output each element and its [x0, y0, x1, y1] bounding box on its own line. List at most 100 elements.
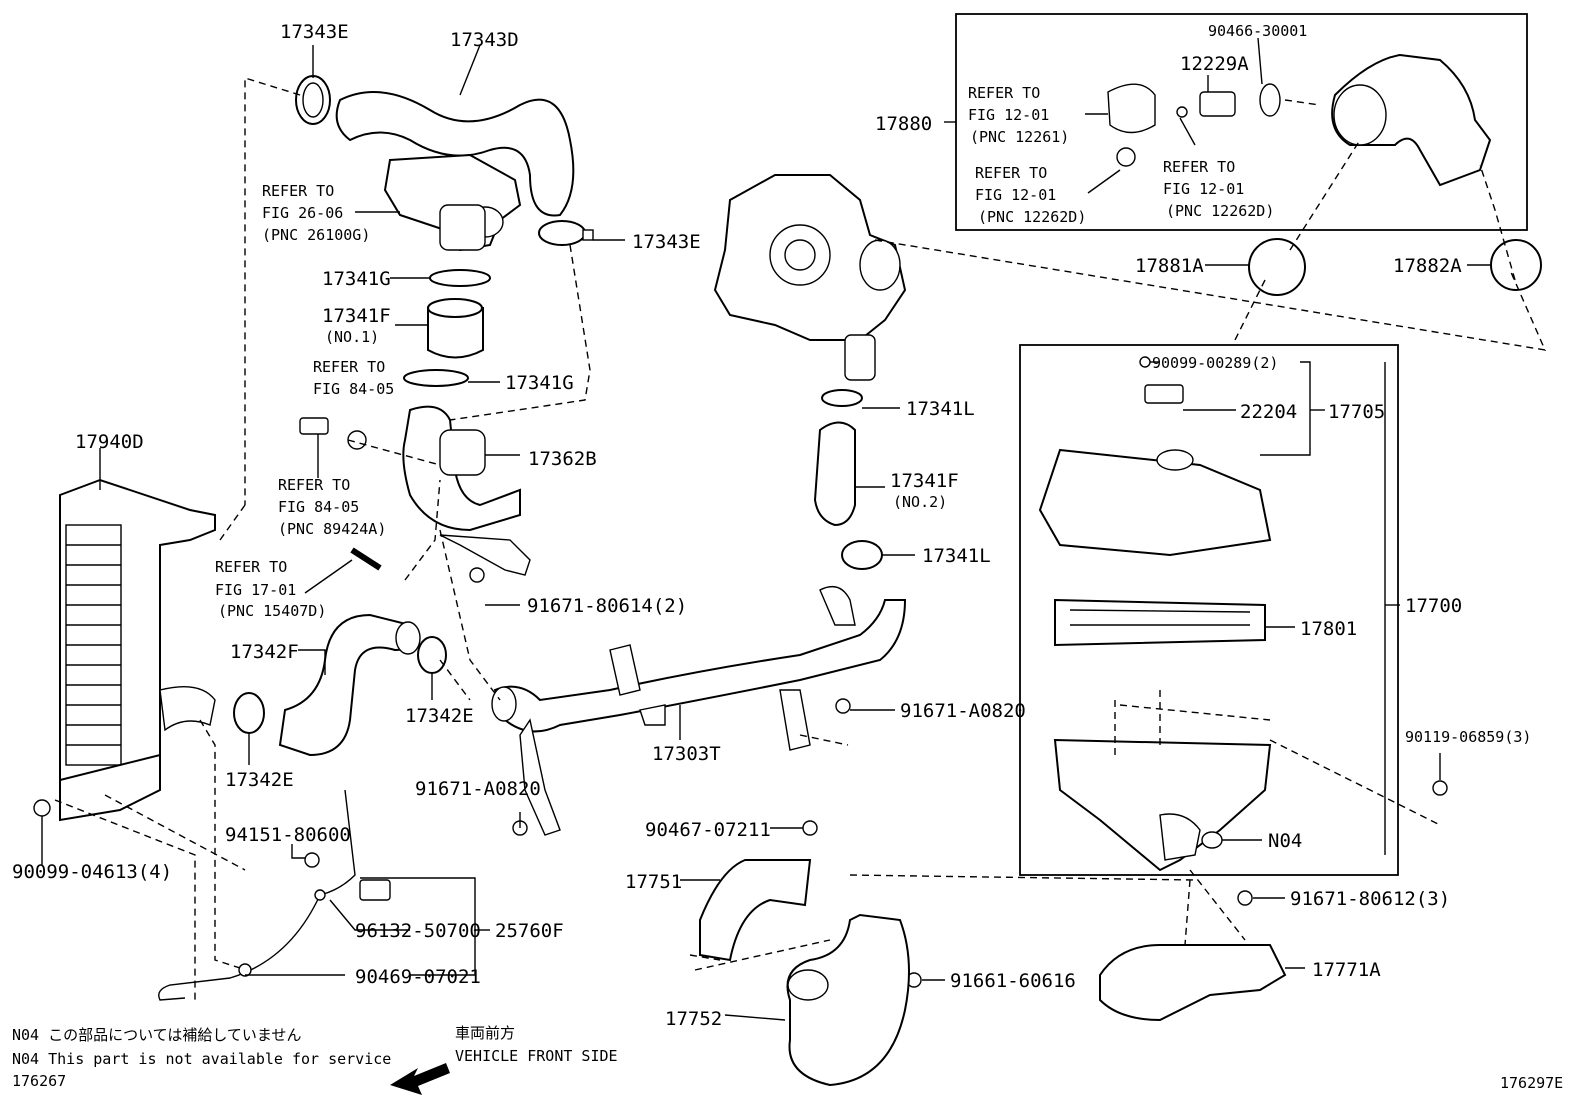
clamp-90466-30001: [1259, 83, 1281, 117]
sensor: [299, 417, 329, 435]
label-17705: 17705: [1328, 401, 1385, 423]
refer-5-line3: (PNC 12261): [970, 128, 1069, 146]
clamp-17342e-bottom: [233, 692, 265, 734]
intercooler-17940d: [59, 478, 216, 822]
note-id: 176267: [12, 1072, 66, 1090]
refer-1-line3: (PNC 26100G): [262, 226, 370, 244]
hose-25760f: [158, 789, 356, 1001]
front-jp: 車両前方: [455, 1024, 515, 1042]
refer-4-line2: FIG 17-01: [215, 581, 296, 599]
label-17303t: 17303T: [652, 743, 721, 765]
refer-3-line2: FIG 84-05: [278, 498, 359, 516]
hose-17343d: [335, 91, 575, 217]
clamp-17341l-bottom: [841, 540, 883, 570]
refer-6-line3: (PNC 12262D): [978, 208, 1086, 226]
refer-2-line2: FIG 84-05: [313, 380, 394, 398]
label-91661-60616: 91661-60616: [950, 970, 1076, 992]
small-hose: [350, 547, 382, 571]
breather-fitting: [1107, 83, 1156, 134]
label-17341f-no1-sub: (NO.1): [325, 328, 379, 346]
label-17341l-top: 17341L: [906, 398, 975, 420]
filter-17801: [1054, 598, 1266, 647]
label-17751: 17751: [625, 871, 682, 893]
label-17700: 17700: [1405, 595, 1462, 617]
label-17362b: 17362B: [528, 448, 597, 470]
cap-17705: [1038, 448, 1272, 557]
label-17771a: 17771A: [1312, 959, 1381, 981]
grommet-n04: [1201, 831, 1223, 849]
label-17343e-top: 17343E: [280, 21, 349, 43]
label-12229a: 12229A: [1180, 53, 1249, 75]
bolt-90099-04613: [33, 799, 51, 817]
label-22204: 22204: [1240, 401, 1297, 423]
refer-7-line2: FIG 12-01: [1163, 180, 1244, 198]
duct-17752: [786, 913, 910, 1087]
label-91671-a0820-left: 91671-A0820: [415, 778, 541, 800]
clamp-17341l-top: [821, 389, 863, 407]
clamp-17881a: [1248, 238, 1306, 296]
front-arrow-icon: [390, 1063, 450, 1095]
label-17341f-no2: 17341F: [890, 470, 959, 492]
refer-4-line1: REFER TO: [215, 558, 287, 576]
refer-2-line1: REFER TO: [313, 358, 385, 376]
label-90099-04613: 90099-04613(4): [12, 861, 172, 883]
label-17341f-no1: 17341F: [322, 305, 391, 327]
label-90469-07021: 90469-07021: [355, 966, 481, 988]
refer-3-line3: (PNC 89424A): [278, 520, 386, 538]
refer-4-line3: (PNC 15407D): [218, 602, 326, 620]
label-17752: 17752: [665, 1008, 722, 1030]
label-n04: N04: [1268, 830, 1302, 852]
clamp-17343e-mid: [538, 220, 586, 246]
label-17342e-right: 17342E: [405, 705, 474, 727]
label-90119-06859: 90119-06859(3): [1405, 728, 1531, 746]
note-jp: N04 この部品については補給していません: [12, 1026, 301, 1044]
label-90467-07211: 90467-07211: [645, 819, 771, 841]
refer-7-line3: (PNC 12262D): [1166, 202, 1274, 220]
label-17343e-mid: 17343E: [632, 231, 701, 253]
front-en: VEHICLE FRONT SIDE: [455, 1047, 618, 1065]
label-17940d: 17940D: [75, 431, 144, 453]
pipe-17362b: [402, 405, 521, 532]
bolt-91671-80612: [1237, 890, 1253, 906]
fitting-12229a: [1199, 91, 1236, 117]
label-17341g-mid: 17341G: [505, 372, 574, 394]
label-17341g-top: 17341G: [322, 268, 391, 290]
washer: [347, 430, 367, 450]
refer-1-line1: REFER TO: [262, 182, 334, 200]
bolt-91671-80614: [469, 567, 485, 583]
label-90099-00289: 90099-00289(2): [1152, 354, 1278, 372]
refer-3-line1: REFER TO: [278, 476, 350, 494]
air-cleaner-box: [1019, 344, 1399, 876]
hose-17342f: [278, 613, 414, 757]
diagram-id: 176297E: [1500, 1074, 1563, 1092]
label-94151-80600: 94151-80600: [225, 824, 351, 846]
label-17880: 17880: [875, 113, 932, 135]
refer-5-line2: FIG 12-01: [968, 106, 1049, 124]
label-91671-80614: 91671-80614(2): [527, 595, 687, 617]
hose-17341f-no2: [813, 421, 856, 527]
turbocharger: [713, 174, 907, 381]
note-en: N04 This part is not available for servi…: [12, 1050, 391, 1068]
label-17881a: 17881A: [1135, 255, 1204, 277]
label-91671-80612: 91671-80612(3): [1290, 888, 1450, 910]
refer-5-line1: REFER TO: [968, 84, 1040, 102]
refer-1-line2: FIG 26-06: [262, 204, 343, 222]
label-25760f: 25760F: [495, 920, 564, 942]
clamp-17882a: [1490, 239, 1542, 291]
label-91671-a0820-right: 91671-A0820: [900, 700, 1026, 722]
hose-17341f-no1: [427, 307, 484, 359]
label-17342e-bottom: 17342E: [225, 769, 294, 791]
refer-7-line1: REFER TO: [1163, 158, 1235, 176]
label-90466-30001: 90466-30001: [1208, 22, 1307, 40]
clamp-17341g-mid: [403, 369, 469, 387]
label-17341f-no2-sub: (NO.2): [893, 493, 947, 511]
case-air-cleaner: [1053, 738, 1272, 872]
refer-6-line1: REFER TO: [975, 164, 1047, 182]
label-17801: 17801: [1300, 618, 1357, 640]
label-17882a: 17882A: [1393, 255, 1462, 277]
clamp-17341g-top: [429, 269, 491, 287]
label-17343d: 17343D: [450, 29, 519, 51]
label-17341l-bottom: 17341L: [922, 545, 991, 567]
refer-6-line2: FIG 12-01: [975, 186, 1056, 204]
